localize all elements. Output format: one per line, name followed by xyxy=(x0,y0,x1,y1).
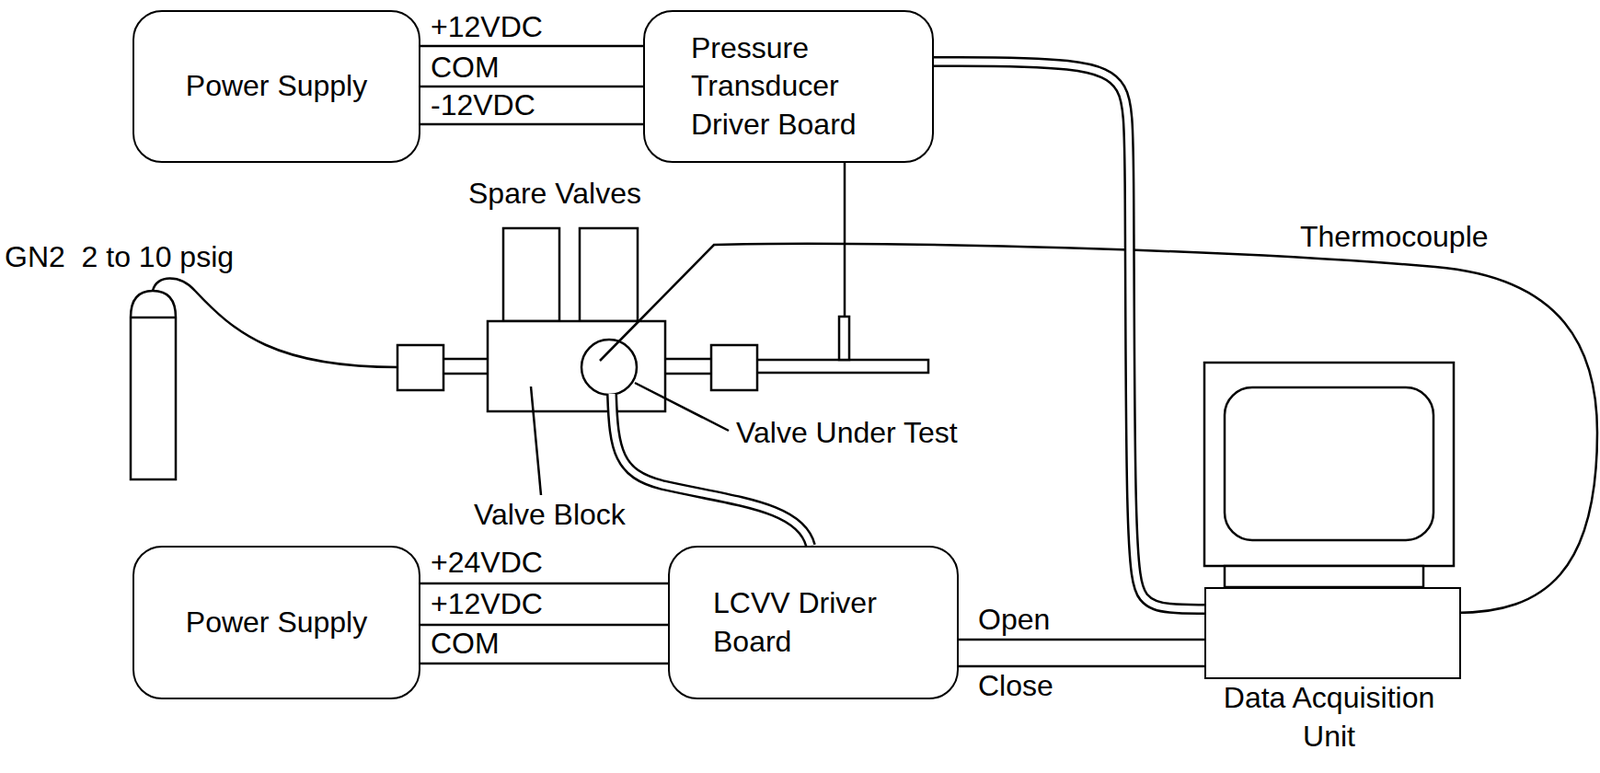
gas-cylinder xyxy=(130,290,176,480)
pipe-wall xyxy=(665,372,712,376)
transducer-wire xyxy=(843,162,847,317)
part-label: Thermocouple xyxy=(1298,220,1491,254)
part-label: GN2 2 to 10 psig xyxy=(2,241,236,274)
leader-line xyxy=(530,386,542,495)
leader-line xyxy=(634,382,729,431)
wire-line xyxy=(420,85,644,89)
pipe xyxy=(757,359,929,373)
pipe-fitting xyxy=(397,345,444,391)
wire-line xyxy=(420,45,644,48)
wire xyxy=(420,124,644,126)
spare-valve xyxy=(579,228,638,322)
cable-core xyxy=(933,61,1205,610)
power-supply-box: Power Supply xyxy=(132,10,421,163)
wire xyxy=(958,666,1205,668)
gas-hose xyxy=(152,278,398,369)
pipe-wall xyxy=(443,372,488,376)
node-text: Power Supply xyxy=(185,603,368,643)
wire-line xyxy=(958,638,1205,642)
signal-name: Open xyxy=(976,603,1052,636)
signal-name: +24VDC xyxy=(428,546,545,579)
node-text: Data Acquisition Unit xyxy=(1204,679,1454,756)
wire xyxy=(420,624,668,626)
valve-block xyxy=(487,321,666,412)
node-text: Power Supply xyxy=(185,67,368,106)
driver-board-box: LCVV Driver Board xyxy=(667,545,959,700)
driver-board-box: Pressure Transducer Driver Board xyxy=(643,10,934,163)
signal-name: Close xyxy=(976,669,1056,703)
part-label: Valve Block xyxy=(471,498,628,531)
signal-name: +12VDC xyxy=(428,587,545,621)
signal-name: +12VDC xyxy=(428,11,545,44)
unit-case xyxy=(1204,587,1462,680)
wire xyxy=(420,663,668,665)
pipe-wall xyxy=(443,357,488,361)
cable-outline xyxy=(933,61,1205,610)
pressure-transducer xyxy=(839,316,850,360)
signal-cable xyxy=(933,61,1205,610)
node-text: LCVV Driver Board xyxy=(713,584,916,661)
pipe-fitting xyxy=(711,345,758,391)
power-supply-box: Power Supply xyxy=(132,545,421,700)
data-acquisition-unit: Data Acquisition Unit xyxy=(1204,587,1462,756)
wire-line xyxy=(958,665,1205,668)
monitor xyxy=(1204,362,1454,566)
signal-name: -12VDC xyxy=(428,89,538,122)
pipe-wall xyxy=(665,357,712,361)
wire-line xyxy=(420,123,644,127)
valve-under-test xyxy=(581,339,637,395)
cylinder-neck xyxy=(130,316,176,320)
monitor-screen xyxy=(1224,387,1434,541)
part-label: Spare Valves xyxy=(466,177,644,210)
part-label: Valve Under Test xyxy=(734,416,960,449)
wire xyxy=(420,86,644,88)
monitor-stand xyxy=(1224,565,1424,588)
wire-line xyxy=(420,582,668,586)
wire xyxy=(420,583,668,585)
wire xyxy=(958,639,1205,641)
node-text: Pressure Transducer Driver Board xyxy=(690,29,875,145)
spare-valve xyxy=(503,228,560,322)
wire xyxy=(420,46,644,47)
signal-name: COM xyxy=(428,51,502,84)
wire-line xyxy=(420,662,668,666)
wire-line xyxy=(420,623,668,627)
signal-name: COM xyxy=(428,627,502,660)
